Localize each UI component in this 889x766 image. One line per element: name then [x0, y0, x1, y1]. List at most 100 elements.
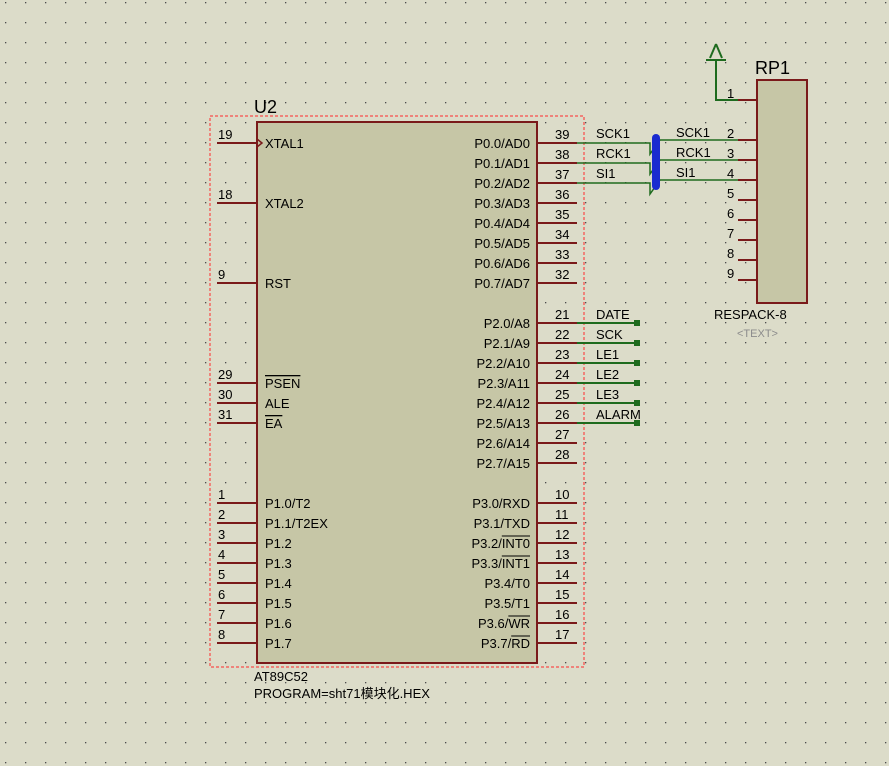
- u2-pin-1[interactable]: 1P1.0/T2: [217, 487, 311, 511]
- pin-number: 4: [218, 547, 225, 562]
- net-le2[interactable]: LE2: [577, 367, 640, 386]
- u2-pin-6[interactable]: 6P1.5: [217, 587, 292, 611]
- rp1-pin-1[interactable]: 1: [727, 86, 757, 101]
- pin-number: 5: [218, 567, 225, 582]
- pin-number: 13: [555, 547, 569, 562]
- rp1-pin-5[interactable]: 5: [727, 186, 757, 201]
- pin-name: P1.0/T2: [265, 496, 311, 511]
- pin-name: P3.1/TXD: [474, 516, 530, 531]
- pin-number: 2: [218, 507, 225, 522]
- pin-number: 29: [218, 367, 232, 382]
- u2-pin-7[interactable]: 7P1.6: [217, 607, 292, 631]
- pin-name: P0.4/AD4: [474, 216, 530, 231]
- net-wire: [577, 179, 738, 197]
- u2-pin-8[interactable]: 8P1.7: [217, 627, 292, 651]
- net-wire: [577, 139, 738, 157]
- net-date[interactable]: DATE: [577, 307, 640, 326]
- net-label-left: SCK1: [596, 126, 630, 141]
- pin-name: P3.7/RD: [481, 636, 530, 651]
- pin-number: 35: [555, 207, 569, 222]
- pin-name: P1.6: [265, 616, 292, 631]
- net-terminal-icon: [634, 360, 640, 366]
- net-label: LE3: [596, 387, 619, 402]
- power-arrow-icon: [706, 43, 726, 61]
- net-alarm[interactable]: ALARM: [577, 407, 641, 426]
- pin-name: EA: [265, 416, 283, 431]
- pin-number: 5: [727, 186, 734, 201]
- net-sck1[interactable]: SCK1 SCK1: [577, 125, 738, 157]
- rp1-pin-6[interactable]: 6: [727, 206, 757, 221]
- pin-number: 31: [218, 407, 232, 422]
- net-label-right: SCK1: [676, 125, 710, 140]
- u2-body[interactable]: [256, 121, 538, 664]
- net-sck[interactable]: SCK: [577, 327, 640, 346]
- pin-number: 3: [727, 146, 734, 161]
- rp1-pin-4[interactable]: 4: [727, 166, 757, 181]
- u2-pin-3[interactable]: 3P1.2: [217, 527, 292, 551]
- pin-number: 26: [555, 407, 569, 422]
- pin-number: 27: [555, 427, 569, 442]
- rp1-body[interactable]: [756, 79, 808, 304]
- pin-name: P1.3: [265, 556, 292, 571]
- pin-number: 25: [555, 387, 569, 402]
- u2-pin-4[interactable]: 4P1.3: [217, 547, 292, 571]
- rp1-pin-2[interactable]: 2: [727, 126, 757, 141]
- net-terminal-icon: [634, 380, 640, 386]
- rp1-pin-8[interactable]: 8: [727, 246, 757, 261]
- pin-number: 34: [555, 227, 569, 242]
- pin-number: 6: [218, 587, 225, 602]
- pin-name: PSEN: [265, 376, 300, 391]
- pin-number: 7: [727, 226, 734, 241]
- u2-pin-2[interactable]: 2P1.1/T2EX: [217, 507, 328, 531]
- net-terminal-icon: [634, 340, 640, 346]
- u2-component[interactable]: U2 AT89C52 PROGRAM=sht71模块化.HEX 19XTAL11…: [209, 97, 585, 701]
- power-terminal[interactable]: [706, 43, 738, 101]
- u2-pin-5[interactable]: 5P1.4: [217, 567, 292, 591]
- net-le1[interactable]: LE1: [577, 347, 640, 366]
- rp1-pin-3[interactable]: 3: [727, 146, 757, 161]
- pin-number: 17: [555, 627, 569, 642]
- rp1-pin-9[interactable]: 9: [727, 266, 757, 281]
- net-terminal-icon: [634, 320, 640, 326]
- net-le3[interactable]: LE3: [577, 387, 640, 406]
- pin-name: P2.7/A15: [477, 456, 531, 471]
- rp1-pin-7[interactable]: 7: [727, 226, 757, 241]
- pin-number: 36: [555, 187, 569, 202]
- net-label: LE1: [596, 347, 619, 362]
